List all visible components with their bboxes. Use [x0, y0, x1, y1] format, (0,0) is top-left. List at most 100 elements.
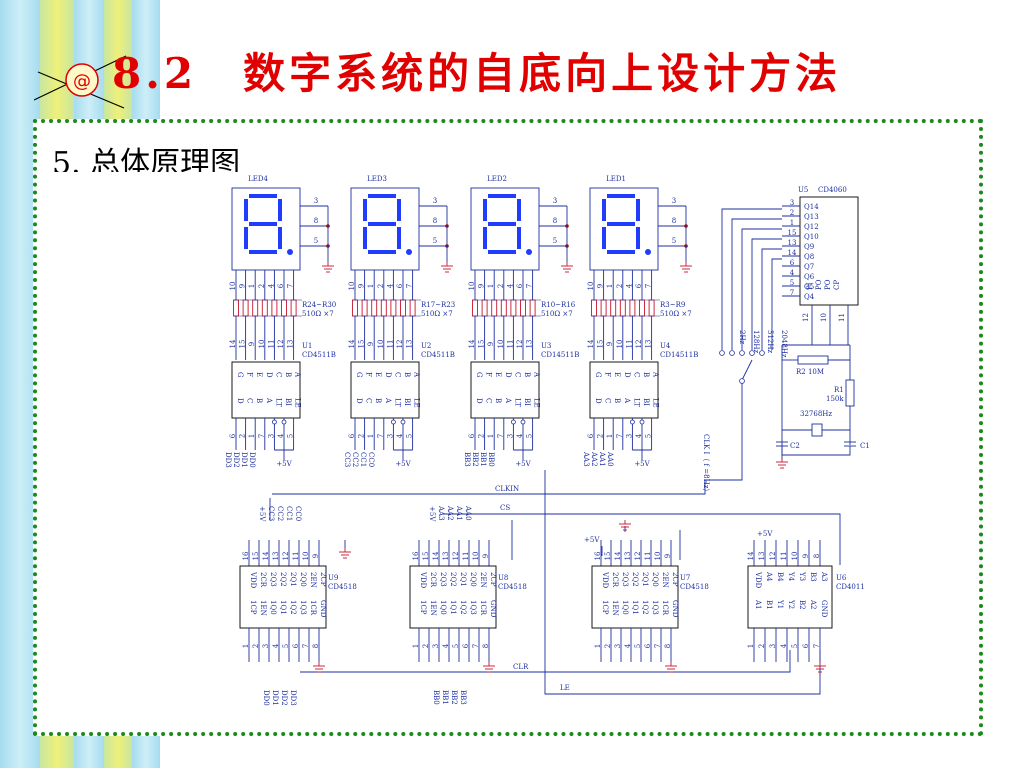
ic-type-label: CD4011	[836, 583, 865, 591]
resistor-value-label: 510Ω ×7	[541, 310, 573, 318]
decoder-pin-name: LT	[274, 398, 282, 407]
pin-number: 14	[432, 551, 440, 560]
pin-number: 2	[597, 434, 605, 438]
pin-number: 4	[790, 269, 795, 277]
oscillator-pin-name: Q10	[804, 233, 819, 241]
decoder-pin-name: BI	[642, 398, 650, 406]
slide-subtitle: 5. 总体原理图	[52, 146, 241, 172]
pin-number: 9	[367, 342, 375, 346]
decoder-ic	[589, 361, 659, 419]
decoder-pin-name: E	[613, 372, 621, 377]
pin-number: 2	[358, 434, 366, 438]
pin-number: 3	[386, 434, 394, 438]
decoder-pin-name: LE	[652, 398, 660, 408]
junction-dot	[326, 224, 330, 228]
seven-segment-display	[470, 187, 540, 271]
decoder-pin-name: B	[255, 398, 263, 403]
resistor	[409, 299, 416, 317]
ic-ref-label: U5	[798, 186, 808, 194]
decoder-pin-name: BI	[284, 398, 292, 406]
pin-number: 6	[790, 259, 795, 267]
pin-number: 2	[377, 284, 385, 288]
counter-pin-name: 2Q3	[621, 572, 629, 587]
frequency-label: 2048Hz	[780, 330, 788, 358]
decoder-pin-name: A	[265, 397, 273, 404]
decoder-pin-name: B	[374, 398, 382, 403]
resistor-r2	[797, 355, 829, 365]
switch-common	[739, 378, 745, 384]
decimal-point	[406, 249, 412, 255]
led-label: LED4	[248, 175, 268, 183]
gate-pin-name: Y1	[776, 599, 784, 609]
pin-number: 1	[606, 434, 614, 438]
counter-pin-name: 2CP	[319, 572, 327, 587]
pin-number: 8	[664, 644, 672, 648]
ic-ref-label: U8	[498, 574, 508, 582]
pin-number: 14	[788, 249, 797, 257]
pin-number: 10	[468, 282, 476, 291]
input-net-label: DD3	[224, 452, 232, 468]
decoder-pin-name: D	[475, 398, 483, 404]
net-cs	[442, 513, 841, 565]
decoder-pin-name: B	[642, 372, 650, 377]
pin-number: 2	[790, 209, 794, 217]
decoder-pin-name: BI	[523, 398, 531, 406]
pin-number: 1	[242, 644, 250, 648]
pin-number: 1	[367, 284, 375, 288]
switch-contact	[719, 350, 725, 356]
inverting-pin	[271, 419, 277, 425]
decoder-pin-name: A	[504, 397, 512, 404]
resistor	[242, 299, 249, 317]
decoder-pin-name: D	[236, 398, 244, 404]
ic-type-label: CD4060	[818, 186, 847, 194]
counter-output-net-label: BB2	[450, 690, 458, 705]
decoder-pin-name: C	[604, 398, 612, 403]
pin-number: 10	[377, 340, 385, 349]
decoder-pin-name: LT	[393, 398, 401, 407]
slide-title: 8.2 数字系统的自底向上设计方法	[112, 49, 842, 98]
counter-pin-name: GND	[671, 600, 679, 618]
pin-number: 10	[229, 282, 237, 291]
input-net-label: CC0	[367, 452, 375, 467]
counter-pin-name: 2CR	[611, 572, 619, 588]
pin-number: 13	[287, 340, 295, 349]
resistor	[261, 299, 268, 317]
inverting-pin	[630, 419, 635, 425]
oscillator-wire	[781, 446, 851, 456]
pin-number: 12	[635, 340, 643, 349]
pin-number: 14	[614, 551, 622, 560]
counter-pin-name: VDD	[601, 571, 609, 589]
pin-number: 7	[813, 644, 821, 648]
decoder-pin-name: LE	[294, 398, 302, 408]
pin-number: 3	[267, 434, 275, 438]
resistor-r1-value: 150k	[826, 395, 844, 403]
pin-number: 5	[526, 434, 534, 438]
pin-number: 1	[412, 644, 420, 648]
oscillator-pin-name: Q14	[804, 203, 819, 211]
pin-number: 2	[239, 434, 247, 438]
pin-number: 7	[497, 434, 505, 438]
pin-number: 11	[838, 313, 846, 322]
counter-pin-name: 1CR	[479, 600, 487, 616]
input-net-label: CC3	[343, 452, 351, 467]
seven-segment-display	[231, 187, 301, 271]
counter-pin-name: 1Q2	[459, 600, 467, 615]
decoder-pin-name: B	[494, 398, 502, 403]
counter-pin-name: GND	[489, 600, 497, 618]
nand-gate-ic	[747, 565, 833, 629]
counter-pin-name: 2Q0	[469, 572, 477, 587]
pin-number: 4	[396, 433, 404, 438]
pin-number: 7	[790, 289, 794, 297]
ic-ref-label: U4	[660, 342, 671, 350]
pin-number: 9	[312, 554, 320, 558]
pin-number: 8	[314, 217, 318, 225]
resistor	[520, 299, 526, 317]
decimal-point	[287, 249, 293, 255]
counter-pin-name: 2EN	[661, 572, 669, 588]
counter-pin-name: 1Q3	[469, 600, 477, 615]
pin-number: 4	[386, 283, 394, 288]
counter-pin-name: 2CR	[429, 572, 437, 588]
resistor-network-label: R17~R23	[421, 301, 455, 309]
counter-top-net-label: CC2	[276, 506, 284, 521]
decoder-pin-name: A	[384, 397, 392, 404]
